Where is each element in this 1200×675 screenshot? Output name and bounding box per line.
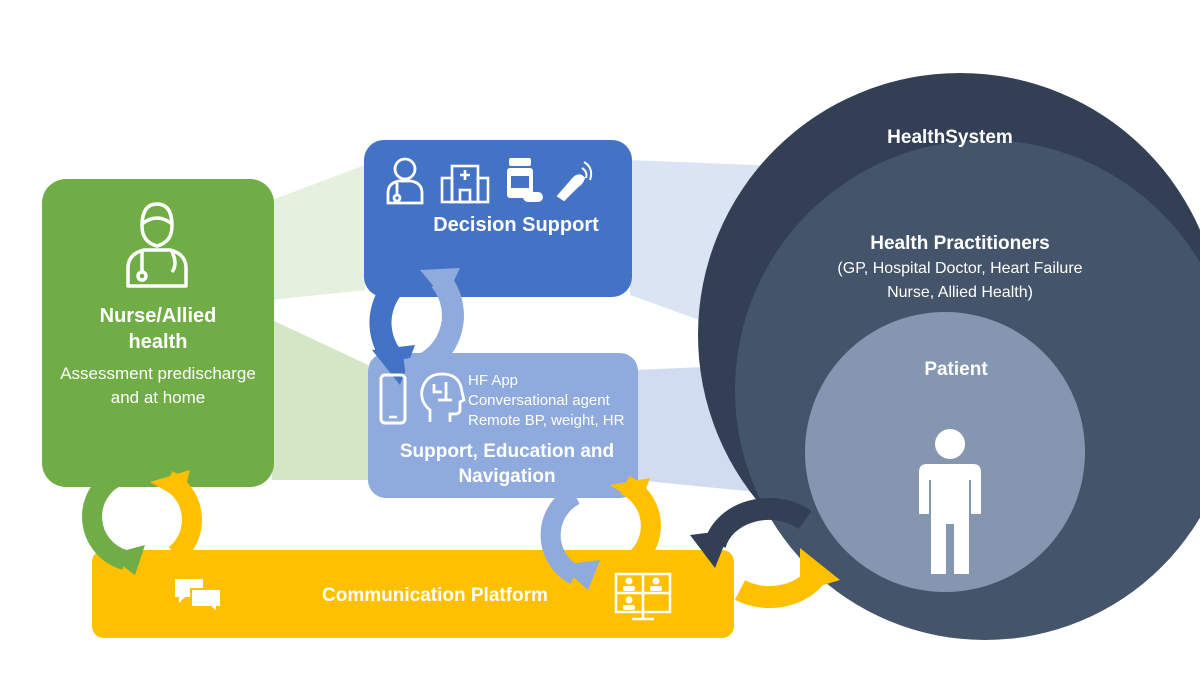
- health-practitioners-line2: Nurse, Allied Health): [887, 284, 1033, 301]
- nurse-box: [42, 179, 274, 487]
- nurse-icon: [126, 202, 188, 288]
- video-conference-icon: [614, 572, 672, 621]
- decision-support-title: Decision Support: [433, 214, 599, 236]
- health-practitioners-title: Health Practitioners: [870, 233, 1050, 254]
- cycle-arrow-decision-support-dark: [369, 259, 424, 368]
- nurse-title-line1: Nurse/Allied: [99, 305, 217, 327]
- cycle-arrowhead-yellow-3: [800, 548, 840, 592]
- support-box: [368, 353, 638, 498]
- medication-icon: [507, 158, 543, 202]
- patient-title: Patient: [924, 359, 988, 380]
- person-icon: [919, 429, 981, 574]
- cycle-arrowhead-light: [420, 268, 460, 300]
- support-item-conversational-agent: Conversational agent: [468, 392, 610, 409]
- support-title-line2: Navigation: [458, 466, 556, 487]
- ai-head-icon: [420, 372, 466, 422]
- hospital-icon: [440, 164, 490, 204]
- support-item-hf-app: HF App: [468, 372, 519, 389]
- cycle-arrow-support-comm-blue: [540, 486, 581, 584]
- nurse-desc-line1: Assessment predischarge: [60, 364, 256, 383]
- nurse-title-line2: health: [128, 331, 188, 353]
- health-practitioners-line1: (GP, Hospital Doctor, Heart Failure: [837, 260, 1083, 277]
- health-system-title: HealthSystem: [887, 127, 1013, 148]
- cycle-arrowhead-yellow-2: [610, 478, 650, 505]
- cycle-arrowhead-navy: [690, 530, 730, 568]
- support-item-remote-monitoring: Remote BP, weight, HR: [468, 412, 625, 429]
- decision-support-box: [364, 140, 632, 297]
- support-title-line1: Support, Education and: [399, 441, 615, 462]
- nurse-desc-line2: and at home: [110, 388, 206, 407]
- communication-platform-title: Communication Platform: [322, 585, 548, 606]
- cycle-arrowhead-blue: [560, 560, 600, 590]
- phone-icon: [379, 373, 407, 425]
- chat-icon: [175, 579, 222, 615]
- cycle-arrowhead-green: [108, 545, 145, 575]
- cycle-arrow-decision-support-light: [403, 272, 464, 381]
- cycle-arrowhead-yellow: [150, 470, 190, 500]
- cycle-arrow-nurse-comm-green: [82, 465, 129, 570]
- doctor-icon: [386, 157, 424, 205]
- cycle-arrowhead-dark: [372, 345, 415, 385]
- connector-nurse-support: [272, 320, 368, 480]
- connector-nurse-decision: [272, 165, 365, 300]
- ultrasound-probe-icon: [556, 161, 593, 202]
